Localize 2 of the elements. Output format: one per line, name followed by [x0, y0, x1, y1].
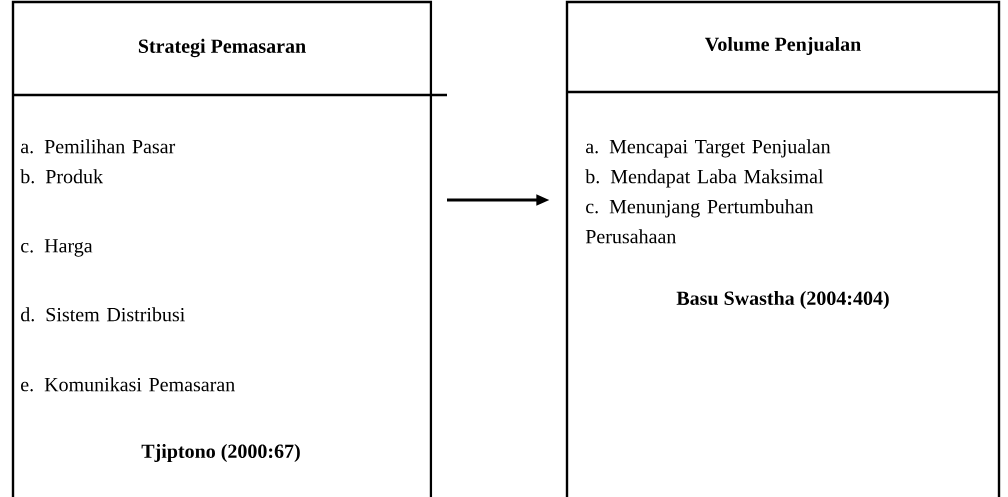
text-box: Volume Penjualan a. Mencapai Target Penjualan b. Mendapat Laba Maksimal c. Menunjang Pertumbuhan Perusahaan Basu Swastha (2004:404) [565, 0, 1001, 497]
text-box: Strategi Pemasaran a. Pemilihan Pasar b. Produk c. Harga d. Sistem Distribusi e. Komunikasi Pemasaran Tjiptono (2000:67) [11, 0, 447, 497]
